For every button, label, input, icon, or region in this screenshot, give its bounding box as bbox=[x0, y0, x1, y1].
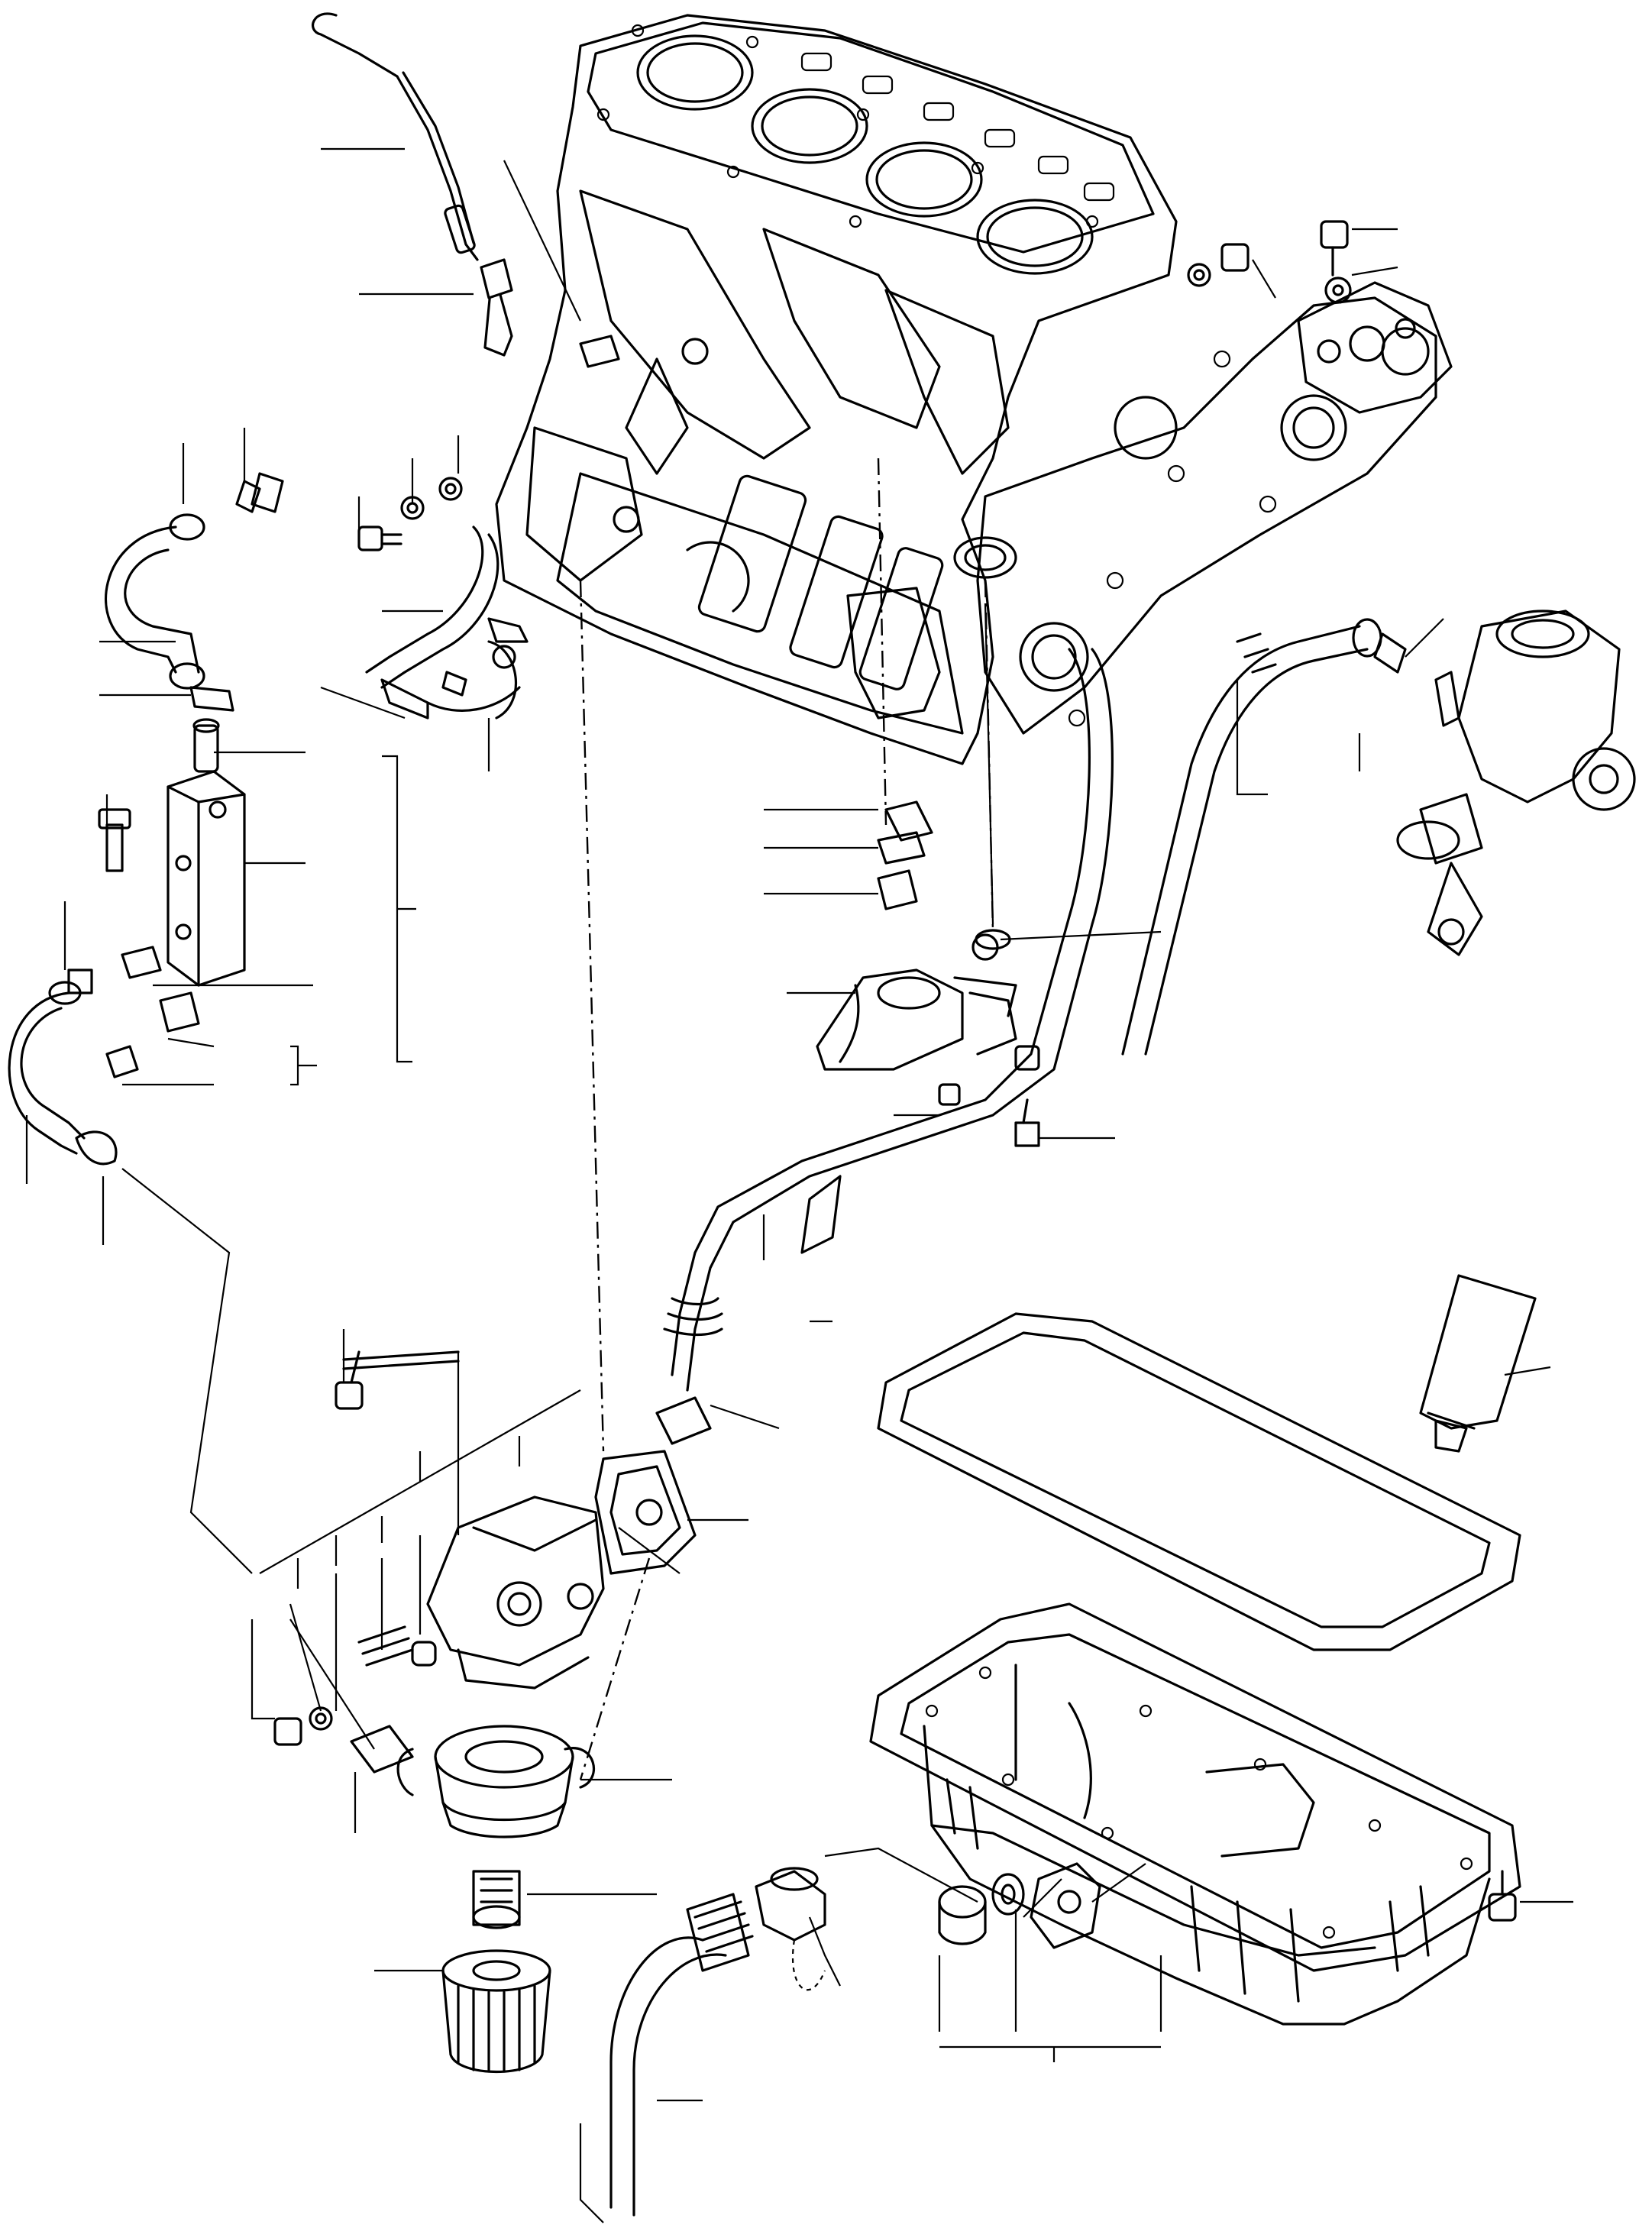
water-pump bbox=[1396, 610, 1636, 956]
oil-cooler bbox=[396, 1725, 595, 1929]
oil-strainer bbox=[816, 933, 1040, 1106]
fill-tube bbox=[609, 1893, 754, 2217]
callout-leaders bbox=[25, 147, 1573, 2223]
sealant-tube bbox=[1419, 1274, 1537, 1453]
fill-cap-with-chain bbox=[755, 1867, 826, 1991]
pan-side-bolt bbox=[1488, 1870, 1517, 1922]
suction-pipe bbox=[655, 648, 1114, 1445]
water-hose-right bbox=[1121, 618, 1407, 1056]
oring-and-bolt bbox=[877, 800, 1040, 1147]
dipstick bbox=[312, 12, 513, 357]
oil-pipe-tube bbox=[365, 525, 529, 719]
oil-pan-gasket bbox=[877, 1312, 1521, 1651]
fasteners-upper-left bbox=[357, 477, 467, 697]
oil-filter-housing bbox=[273, 1350, 605, 1774]
oil-pan bbox=[869, 1602, 1521, 2026]
engine-mount-bracket bbox=[1297, 281, 1453, 414]
oil-filter-cartridge bbox=[441, 1949, 551, 2073]
engine-block bbox=[495, 14, 1437, 765]
oil-hose-upper-left bbox=[104, 472, 284, 712]
fasteners-upper-right bbox=[1187, 220, 1352, 364]
hose-lower-left bbox=[8, 946, 200, 1166]
filter-head-block bbox=[98, 718, 246, 987]
drain-plug bbox=[938, 1873, 1025, 1945]
gasket-plate bbox=[594, 1450, 697, 1575]
